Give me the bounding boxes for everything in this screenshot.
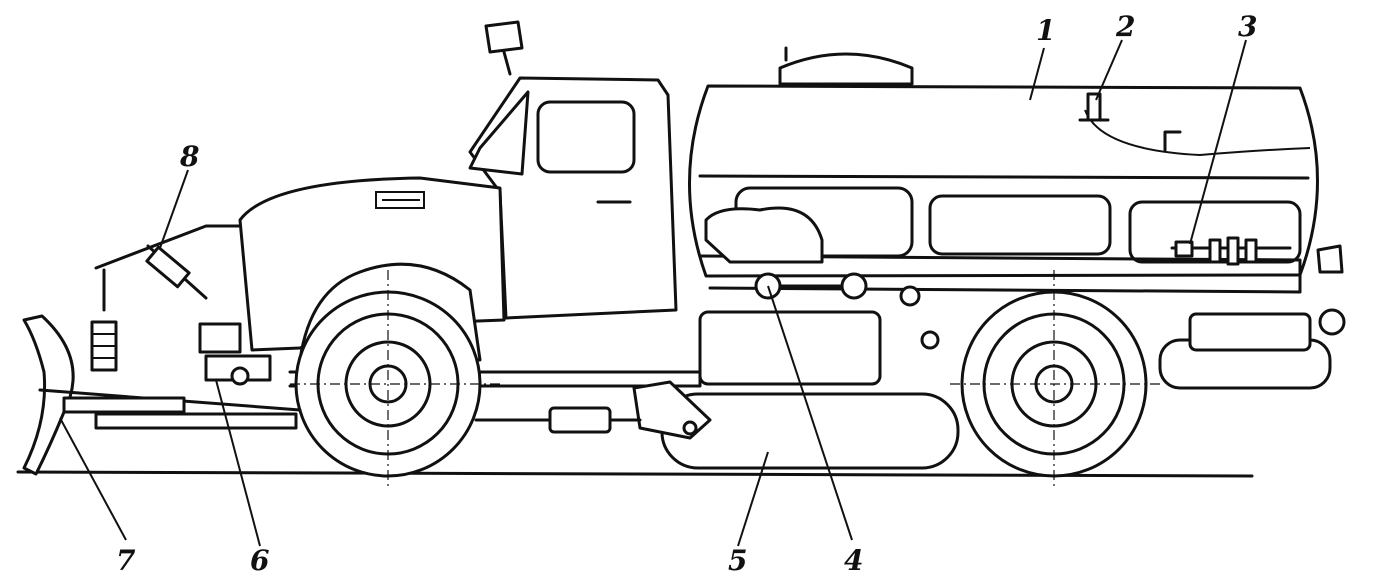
tank-valve [1078,92,1110,122]
leader-5 [737,451,769,547]
snow-plough [22,314,302,476]
callout-8: 8 [179,140,199,173]
plough-lift [90,224,242,372]
front-mount [198,322,272,386]
leader-3 [1189,39,1247,245]
callout-1: 1 [1036,14,1055,47]
leader-8 [159,169,189,249]
callout-7: 7 [116,544,136,577]
callout-3: 3 [1238,10,1257,43]
rear-pipe [1158,308,1346,390]
leader-2 [1095,39,1123,101]
callout-2: 2 [1115,10,1135,43]
main-broom [632,380,960,470]
truck-cab [468,20,678,320]
water-pump [1170,236,1292,266]
leader-1 [1029,47,1045,101]
leader-4 [767,285,853,541]
leader-6 [215,379,261,547]
callout-5: 5 [728,544,747,577]
broom-spring [474,406,642,434]
callout-6: 6 [250,544,269,577]
chassis-frame [288,370,702,388]
leader-7 [59,417,127,541]
callout-4: 4 [844,544,863,577]
side-box [698,310,882,386]
